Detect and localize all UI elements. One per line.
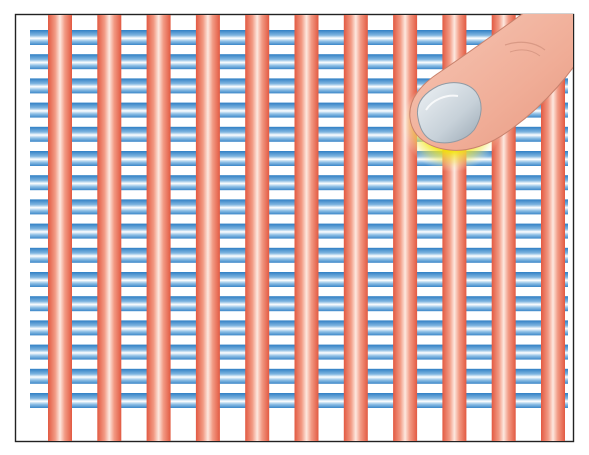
column-electrode: [393, 15, 417, 441]
column-electrode: [48, 15, 72, 441]
column-electrode: [97, 15, 121, 441]
column-electrode: [245, 15, 269, 441]
column-electrode: [344, 15, 368, 441]
column-electrode: [295, 15, 319, 441]
column-electrode: [196, 15, 220, 441]
column-electrode: [147, 15, 171, 441]
